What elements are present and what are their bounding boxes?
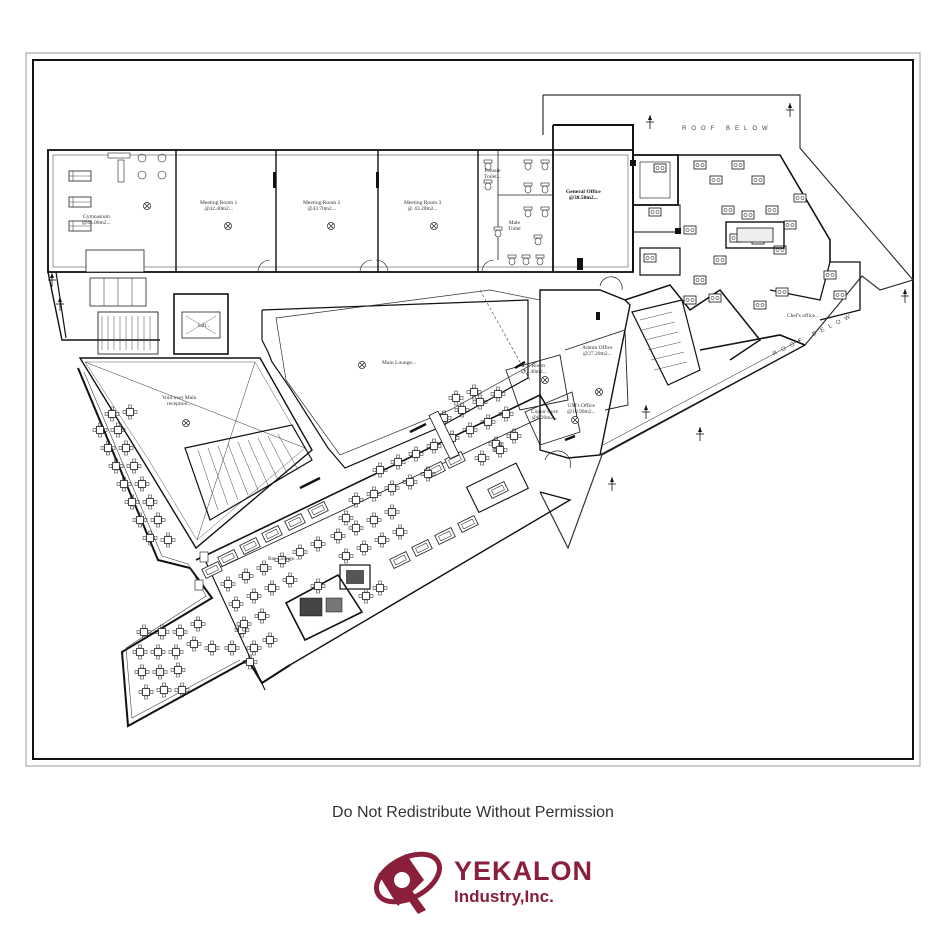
it-room-label: I.T. Room @7.40m2... [521, 363, 547, 376]
meeting-room-3-area: @ 43.20m2... [407, 206, 438, 213]
male-toilet-line2: Toilet [508, 226, 521, 233]
gm-office-label: GM's Office @10.90m2... [567, 403, 596, 416]
meeting-room-3-name: Meeting Room 3 [404, 200, 442, 206]
void-name: Void over Main [162, 395, 197, 401]
male-toilet-name: Male [508, 220, 521, 226]
male-toilet-label: Male Toilet [508, 220, 521, 233]
bar-lounge-label: Bar Lounge... [268, 556, 299, 562]
roof-below-top-label: ROOF BELOW [682, 126, 773, 132]
gm-office-name: GM's Office [567, 403, 595, 409]
it-room-name: I.T. Room [522, 363, 546, 369]
void-line2: reception... [166, 401, 192, 408]
main-lounge-label: Main Lounge... [382, 360, 416, 366]
brand-name: YEKALON [454, 856, 594, 886]
general-office-name: General Office [566, 189, 601, 195]
gymnasium-area: @45.00m2... [82, 220, 111, 227]
meeting-room-2-label: Meeting Room 2 @43.70m2... [303, 200, 340, 213]
general-office-area: @38.50m2... [568, 195, 598, 202]
gymnasium-label: Gymnasium @45.00m2... [82, 214, 111, 227]
meeting-room-1-label: Meeting Room 1 @42.40m2... [200, 200, 237, 213]
general-office-label: General Office @38.50m2... [566, 189, 601, 202]
void-label: Void over Main reception... [162, 395, 196, 408]
it-room-area: @7.40m2... [521, 369, 547, 376]
brand-logo-icon [366, 840, 446, 920]
admin-office-area: @27.20m2... [583, 351, 612, 358]
meeting-room-1-name: Meeting Room 1 [200, 200, 238, 206]
brand-subtitle: Industry,Inc. [454, 887, 554, 906]
female-toilet-line2: Toilet... [484, 174, 501, 181]
gymnasium-name: Gymnasium [82, 214, 110, 220]
brand-wordmark: YEKALON Industry,Inc. [454, 856, 594, 906]
gm-office-area: @10.90m2... [567, 409, 596, 416]
meeting-room-1-area: @42.40m2... [204, 206, 233, 213]
admin-office-label: Admin Office @27.20m2... [582, 345, 613, 358]
liquor-store-name: Liquor store [531, 409, 559, 415]
chefs-office-label: Chef's office... [787, 313, 820, 319]
admin-office-name: Admin Office [582, 345, 613, 351]
meeting-room-2-area: @43.70m2... [307, 206, 336, 213]
female-toilet-name: Female [484, 168, 501, 174]
meeting-room-2-name: Meeting Room 2 [303, 200, 341, 206]
meeting-room-3-label: Meeting Room 3 @ 43.20m2... [404, 200, 441, 213]
lift-label: Lift... [198, 323, 211, 329]
liquor-store-label: Liquor store @6.20m2... [531, 409, 558, 422]
female-toilet-label: Female Toilet... [484, 168, 501, 181]
redistribution-notice: Do Not Redistribute Without Permission [332, 804, 614, 821]
liquor-store-area: @6.20m2... [531, 415, 558, 422]
